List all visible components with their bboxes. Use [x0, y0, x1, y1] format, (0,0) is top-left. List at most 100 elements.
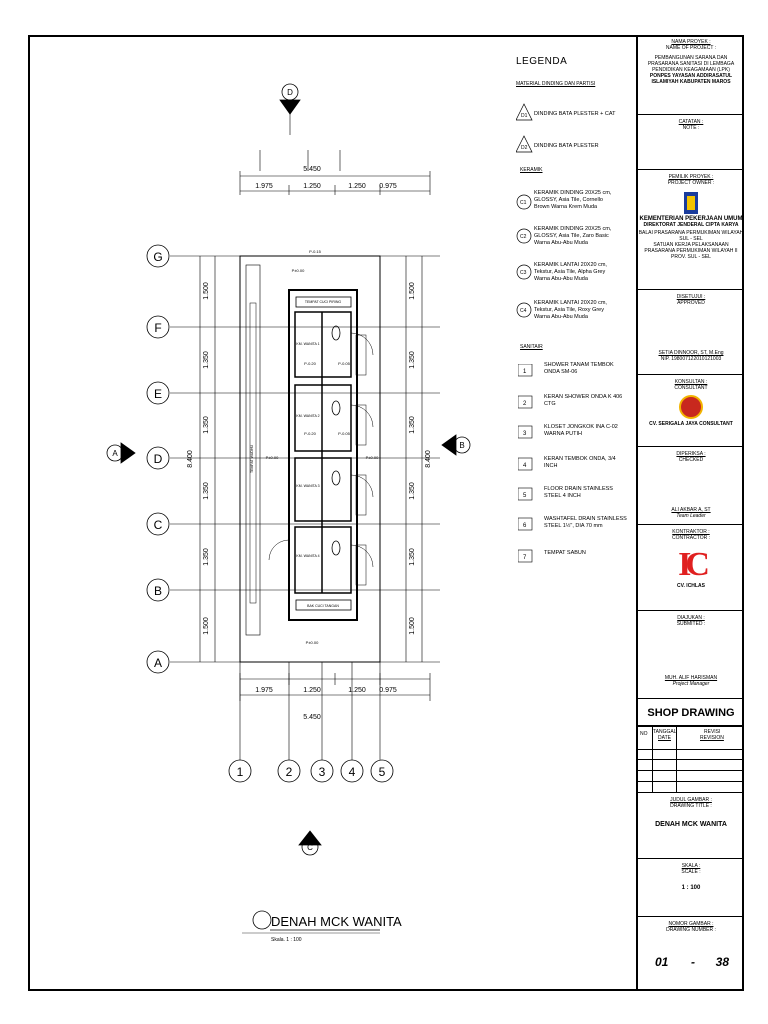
- legend-sanitary-heading: SANITAIR: [520, 344, 543, 350]
- tb-scale-value: 1 : 100: [681, 885, 701, 891]
- tb-project: NAMA PROYEK : NAME OF PROJECT : PEMBANGU…: [638, 35, 744, 115]
- tb-submitter-name: MUH. ALIF HARISMAN: [664, 675, 718, 681]
- dim-total-height-left: 8.400: [187, 450, 194, 468]
- dim-side-r6: 1.500: [409, 617, 416, 635]
- ceramic-code-c3: C3: [520, 270, 527, 276]
- tb-checker-role: Team Leader: [676, 513, 706, 519]
- dim-total-width-bottom: 5.450: [303, 714, 321, 721]
- title-block: NAMA PROYEK : NAME OF PROJECT : PEMBANGU…: [636, 35, 744, 991]
- tb-owner-name: KEMENTERIAN PEKERJAAN UMUM: [639, 216, 743, 222]
- tb-doc-type: SHOP DRAWING: [638, 699, 744, 727]
- axis-col-4: 4: [349, 765, 356, 779]
- wall-text-d1: DINDING BATA PLESTER + CAT: [534, 111, 616, 117]
- room-label-km1: KM. WANITA 1: [296, 342, 319, 346]
- dim-top-4: 0.975: [379, 183, 397, 190]
- tb-owner-sub2: SATUAN KERJA PELAKSANAAN PRASARANA PERMU…: [644, 242, 738, 260]
- tb-owner-label-en: PROJECT OWNER :: [667, 180, 715, 186]
- sanitary-text: TEMPAT SABUN: [544, 550, 586, 556]
- sanitary-text: WASHTAFEL DRAIN STAINLESS STEEL 1½", DIA…: [544, 516, 627, 529]
- dim-side-r4: 1.350: [409, 482, 416, 500]
- tb-scale-label-en: SCALE :: [681, 869, 701, 875]
- dim-top-1: 1.975: [255, 183, 273, 190]
- tb-checker-name: ALI AKBAR A, ST: [671, 507, 711, 513]
- level-label: P-0.20: [304, 361, 317, 366]
- tb-drawing-sep: -: [691, 955, 695, 969]
- legend: LEGENDA MATERIAL DINDING DAN PARTISI: [516, 56, 634, 87]
- axis-col-5: 5: [379, 765, 386, 779]
- dim-bottom-3: 1.250: [348, 687, 366, 694]
- drawing-frame: [28, 35, 744, 991]
- level-label: P-0.05: [338, 431, 351, 436]
- dim-total-width-top: 5.450: [303, 166, 321, 173]
- legend-title: LEGENDA: [516, 56, 568, 67]
- dim-top-3: 1.250: [348, 183, 366, 190]
- sanitary-text: KLOSET JONGKOK INA C-02 WARNA PUTIH: [544, 424, 618, 437]
- tb-project-label: NAMA PROYEK :: [671, 39, 711, 45]
- tb-rev-date: TANGGAL: [653, 729, 677, 735]
- tb-note-label-en: NOTE :: [682, 125, 700, 131]
- sanitary-text: KERAN SHOWER ONDA K 406 CTG: [544, 394, 623, 407]
- axis-row-d: D: [154, 452, 163, 466]
- tb-rev-date-en: DATE: [658, 735, 671, 741]
- axis-row-a: A: [154, 656, 162, 670]
- level-label: P-0.05: [338, 361, 351, 366]
- sanitary-text: KERAN TEMBOK ONDA, 3/4 INCH: [544, 456, 616, 469]
- tb-number-label: NOMOR GAMBAR :: [668, 921, 714, 927]
- tb-drawing-number: 01: [654, 955, 669, 969]
- dim-side-6: 1.500: [203, 617, 210, 635]
- dim-side-5: 1.350: [203, 548, 210, 566]
- dim-side-r3: 1.350: [409, 416, 416, 434]
- tb-checked-label-en: CHECKED: [678, 457, 704, 463]
- axis-row-f: F: [154, 321, 161, 335]
- level-label: P±0.00: [366, 455, 379, 460]
- ceramic-text-c4: KERAMIK LANTAI 20X20 cm, Tekstur, Asia T…: [534, 300, 607, 320]
- tb-rev-revision-en: REVISION: [700, 735, 724, 741]
- legend-ceramic-heading: KERAMIK: [520, 167, 543, 173]
- dim-side-4: 1.350: [203, 482, 210, 500]
- tb-approver-name: SETIA DINNOOR, ST, M.Eng: [658, 350, 724, 356]
- tb-owner-sub: BALAI PRASARANA PERMUKIMAN WILAYAH SUL -…: [638, 230, 744, 242]
- tb-checked-label: DIPERIKSA :: [676, 451, 706, 457]
- dim-top-2: 1.250: [303, 183, 321, 190]
- room-label-handwash: BAK CUCI TANGAN: [307, 604, 339, 608]
- legend-sanitary-symbols: 1 2 3 4 5 6 7: [518, 364, 533, 563]
- room-label-km4: KM. WANITA 4: [296, 554, 319, 558]
- axis-col-2: 2: [286, 765, 293, 779]
- tb-contractor-name: CV. ICHLAS: [677, 583, 705, 589]
- room-label-km3: KM. WANITA 3: [296, 484, 319, 488]
- dim-side-3: 1.350: [203, 416, 210, 434]
- ceramic-text-c1: KERAMIK DINDING 20X25 cm, GLOSSY, Asia T…: [534, 190, 612, 210]
- tb-doc-type-text: SHOP DRAWING: [647, 707, 735, 719]
- sanitary-code: 4: [523, 463, 527, 469]
- level-label: P±0.00: [306, 640, 319, 645]
- tb-note: CATATAN : NOTE :: [638, 115, 744, 170]
- section-mark-right: B: [459, 441, 464, 450]
- tb-note-label: CATATAN :: [678, 119, 704, 125]
- tb-rev-no: NO: [640, 731, 648, 737]
- contractor-logo: IC: [678, 546, 710, 583]
- sanitary-code: 6: [523, 523, 527, 529]
- tb-contractor: KONTRAKTOR : CONTRACTOR : IC CV. ICHLAS: [638, 525, 744, 611]
- tb-approver-nip: NIP. 198007122010121003: [660, 356, 722, 362]
- axis-row-c: C: [154, 518, 163, 532]
- tb-rev-revision: REVISI: [704, 729, 721, 735]
- sanitary-code: 7: [523, 555, 527, 561]
- tb-drawing-total: 38: [715, 955, 730, 969]
- tb-owner-dept: DIREKTORAT JENDERAL CIPTA KARYA: [643, 222, 739, 228]
- axis-row-g: G: [153, 250, 162, 264]
- tb-title: JUDUL GAMBAR : DRAWING TITLE : DENAH MCK…: [638, 793, 744, 859]
- legend-ceramic-symbols: C1 C2 C3 C4: [516, 194, 532, 318]
- sanitary-code: 1: [523, 369, 527, 375]
- tb-consultant-label: KONSULTAN :: [674, 379, 708, 385]
- ceramic-code-c2: C2: [520, 234, 527, 240]
- pu-logo-icon: [684, 192, 698, 214]
- tb-consultant-name: CV. SERIGALA JAYA CONSULTANT: [649, 421, 733, 427]
- tb-project-site: PONPES YAYASAN ADDIRASATUL ISLAMIYAH KAB…: [649, 73, 733, 85]
- ceramic-code-c1: C1: [520, 200, 527, 206]
- sanitary-code: 3: [523, 431, 527, 437]
- floor-plan: D C A B G F E D C B A 1 2 3 4 5 5.450 1.…: [106, 83, 471, 943]
- room-label-km2: KM. WANITA 2: [296, 414, 319, 418]
- tb-consultant: KONSULTAN : CONSULTANT CV. SERIGALA JAYA…: [638, 375, 744, 447]
- tb-consultant-label-en: CONSULTANT: [674, 385, 708, 391]
- dim-bottom-4: 0.975: [379, 687, 397, 694]
